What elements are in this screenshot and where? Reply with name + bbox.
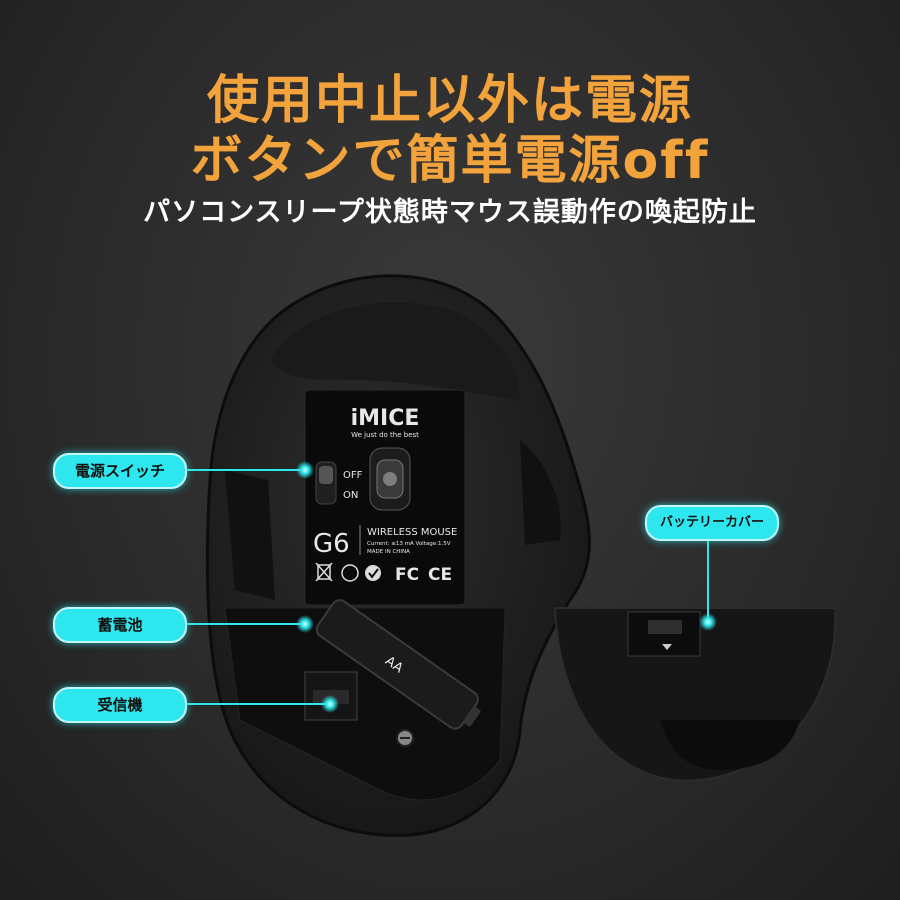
headline-line-2: ボタンで簡単電源off xyxy=(190,131,710,191)
power-switch-dot xyxy=(296,461,314,479)
brand-text: iMICE xyxy=(351,406,420,431)
aa-battery: AA xyxy=(315,599,481,730)
battery-dot xyxy=(296,615,314,633)
ce-mark: CE xyxy=(428,565,452,585)
callout-dots xyxy=(296,461,717,713)
cover-dot xyxy=(699,613,717,631)
certification-circle-icon xyxy=(341,564,359,582)
headline-line-1: 使用中止以外は電源 xyxy=(206,71,693,131)
check-mark-icon xyxy=(365,565,381,581)
power-switch-knob[interactable] xyxy=(319,466,333,484)
battery-cover xyxy=(553,607,837,782)
switch-on-label: ON xyxy=(343,490,358,501)
callout-battery: 蓄電池 xyxy=(53,607,187,643)
callout-receiver: 受信機 xyxy=(53,687,187,723)
callout-connectors xyxy=(182,469,709,705)
recycle-bin-icon xyxy=(315,562,333,582)
arrow-down-icon xyxy=(662,644,672,650)
fcc-mark: FC xyxy=(395,565,419,585)
brand-tagline: We just do the best xyxy=(351,431,419,439)
switch-off-label: OFF xyxy=(343,470,363,481)
model-text: G6 xyxy=(313,529,350,559)
callout-power-switch: 電源スイッチ xyxy=(53,453,187,489)
callout-battery-cover: バッテリーカバー xyxy=(645,505,779,541)
product-origin: MADE IN CHINA xyxy=(367,549,410,555)
grip-pad-right xyxy=(520,440,561,545)
subtitle: パソコンスリープ状態時マウス誤動作の喚起防止 xyxy=(143,197,757,228)
product-name: WIRELESS MOUSE xyxy=(367,527,457,538)
label-plate: iMICE We just do the best OFF ON G6 WIRE… xyxy=(304,389,466,606)
product-spec: Current: ≤13 mA Voltage:1.5V xyxy=(367,541,451,547)
grip-pad-left xyxy=(225,470,275,600)
receiver-dot xyxy=(321,695,339,713)
